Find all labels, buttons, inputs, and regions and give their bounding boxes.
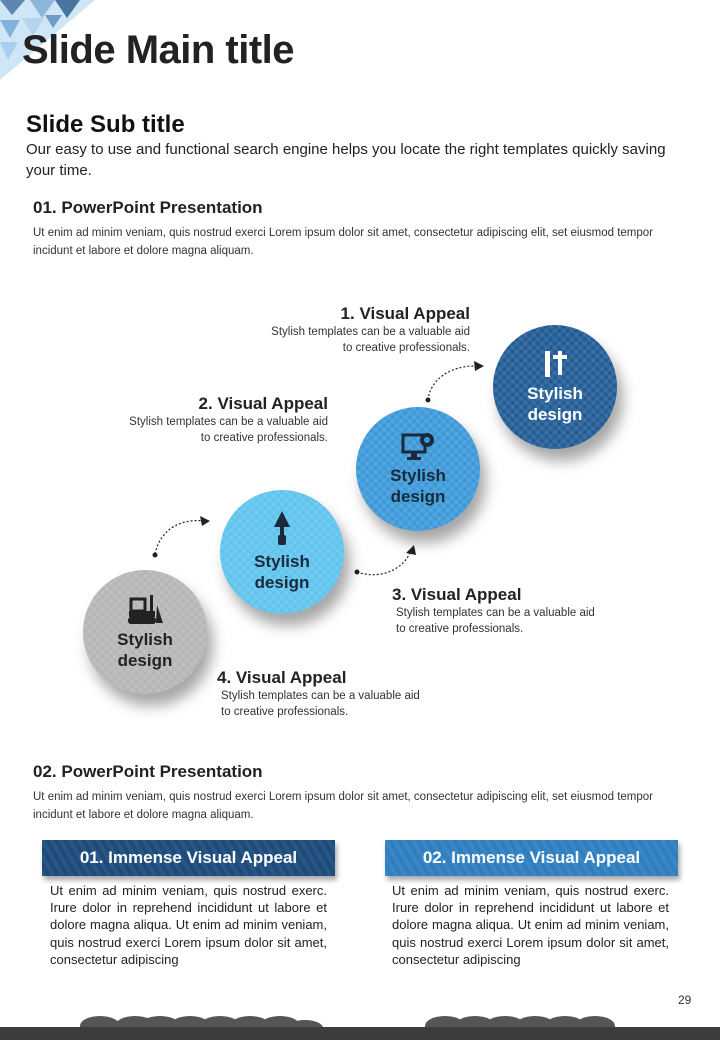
ruler-pencil-icon xyxy=(545,351,567,377)
monitor-gear-icon xyxy=(401,433,434,460)
sub-title: Slide Sub title xyxy=(26,111,185,138)
step-title: 1. Visual Appeal xyxy=(340,304,470,323)
step-title: 4. Visual Appeal xyxy=(217,668,347,687)
arrow-3-to-2 xyxy=(356,547,413,576)
circle-label: Stylish xyxy=(527,384,583,403)
circle-label: Stylish xyxy=(254,552,310,571)
box-2-header: 02. Immense Visual Appeal xyxy=(385,840,678,876)
step-desc: to creative professionals. xyxy=(396,623,524,635)
circle-label: Stylish xyxy=(390,466,446,485)
intro-text: Our easy to use and functional search en… xyxy=(26,141,666,179)
step-1-text: 1. Visual Appeal Stylish templates can b… xyxy=(200,304,470,356)
step-3-text: 3. Visual Appeal Stylish templates can b… xyxy=(392,585,672,637)
trowel-icon xyxy=(274,511,290,545)
step-2-text: 2. Visual Appeal Stylish templates can b… xyxy=(60,394,328,446)
footer-bar xyxy=(0,1027,720,1040)
step-desc: to creative professionals. xyxy=(200,432,328,444)
step-title: 3. Visual Appeal xyxy=(392,585,522,604)
arrow-2-to-1 xyxy=(427,365,479,401)
step-circle-2: Stylish design xyxy=(356,407,480,531)
box-1-text: Ut enim ad minim veniam, quis nostrud ex… xyxy=(50,883,327,967)
section2-heading: 02. PowerPoint Presentation xyxy=(33,762,263,781)
step-desc: Stylish templates can be a valuable aid xyxy=(129,416,328,428)
section1-heading: 01. PowerPoint Presentation xyxy=(33,198,263,217)
circle-label: design xyxy=(117,651,173,670)
box-1-header: 01. Immense Visual Appeal xyxy=(42,840,335,876)
step-desc: Stylish templates can be a valuable aid xyxy=(396,607,595,619)
step-circle-1: Stylish design xyxy=(493,325,617,449)
box-2-text: Ut enim ad minim veniam, quis nostrud ex… xyxy=(392,883,669,967)
circle-label: design xyxy=(527,405,583,424)
arrow-4-to-3 xyxy=(154,519,206,555)
step-desc: to creative professionals. xyxy=(221,706,349,718)
step-desc: Stylish templates can be a valuable aid xyxy=(271,326,470,338)
step-desc: to creative professionals. xyxy=(342,342,470,354)
main-title: Slide Main title xyxy=(22,28,295,72)
bulldozer-icon xyxy=(128,595,163,624)
circle-label: Stylish xyxy=(117,630,173,649)
circle-label: design xyxy=(390,487,446,506)
step-circle-3: Stylish design xyxy=(220,490,344,614)
cloud-decoration xyxy=(80,1016,615,1028)
step-4-text: 4. Visual Appeal Stylish templates can b… xyxy=(217,668,497,720)
triangle-pattern-decoration xyxy=(0,0,95,80)
step-desc: Stylish templates can be a valuable aid xyxy=(221,690,420,702)
section2-text: Ut enim ad minim veniam, quis nostrud ex… xyxy=(33,791,653,821)
step-title: 2. Visual Appeal xyxy=(198,394,328,413)
page-number: 29 xyxy=(678,993,692,1007)
step-circle-4: Stylish design xyxy=(83,570,207,694)
circle-label: design xyxy=(254,573,310,592)
section1-text: Ut enim ad minim veniam, quis nostrud ex… xyxy=(33,227,653,257)
